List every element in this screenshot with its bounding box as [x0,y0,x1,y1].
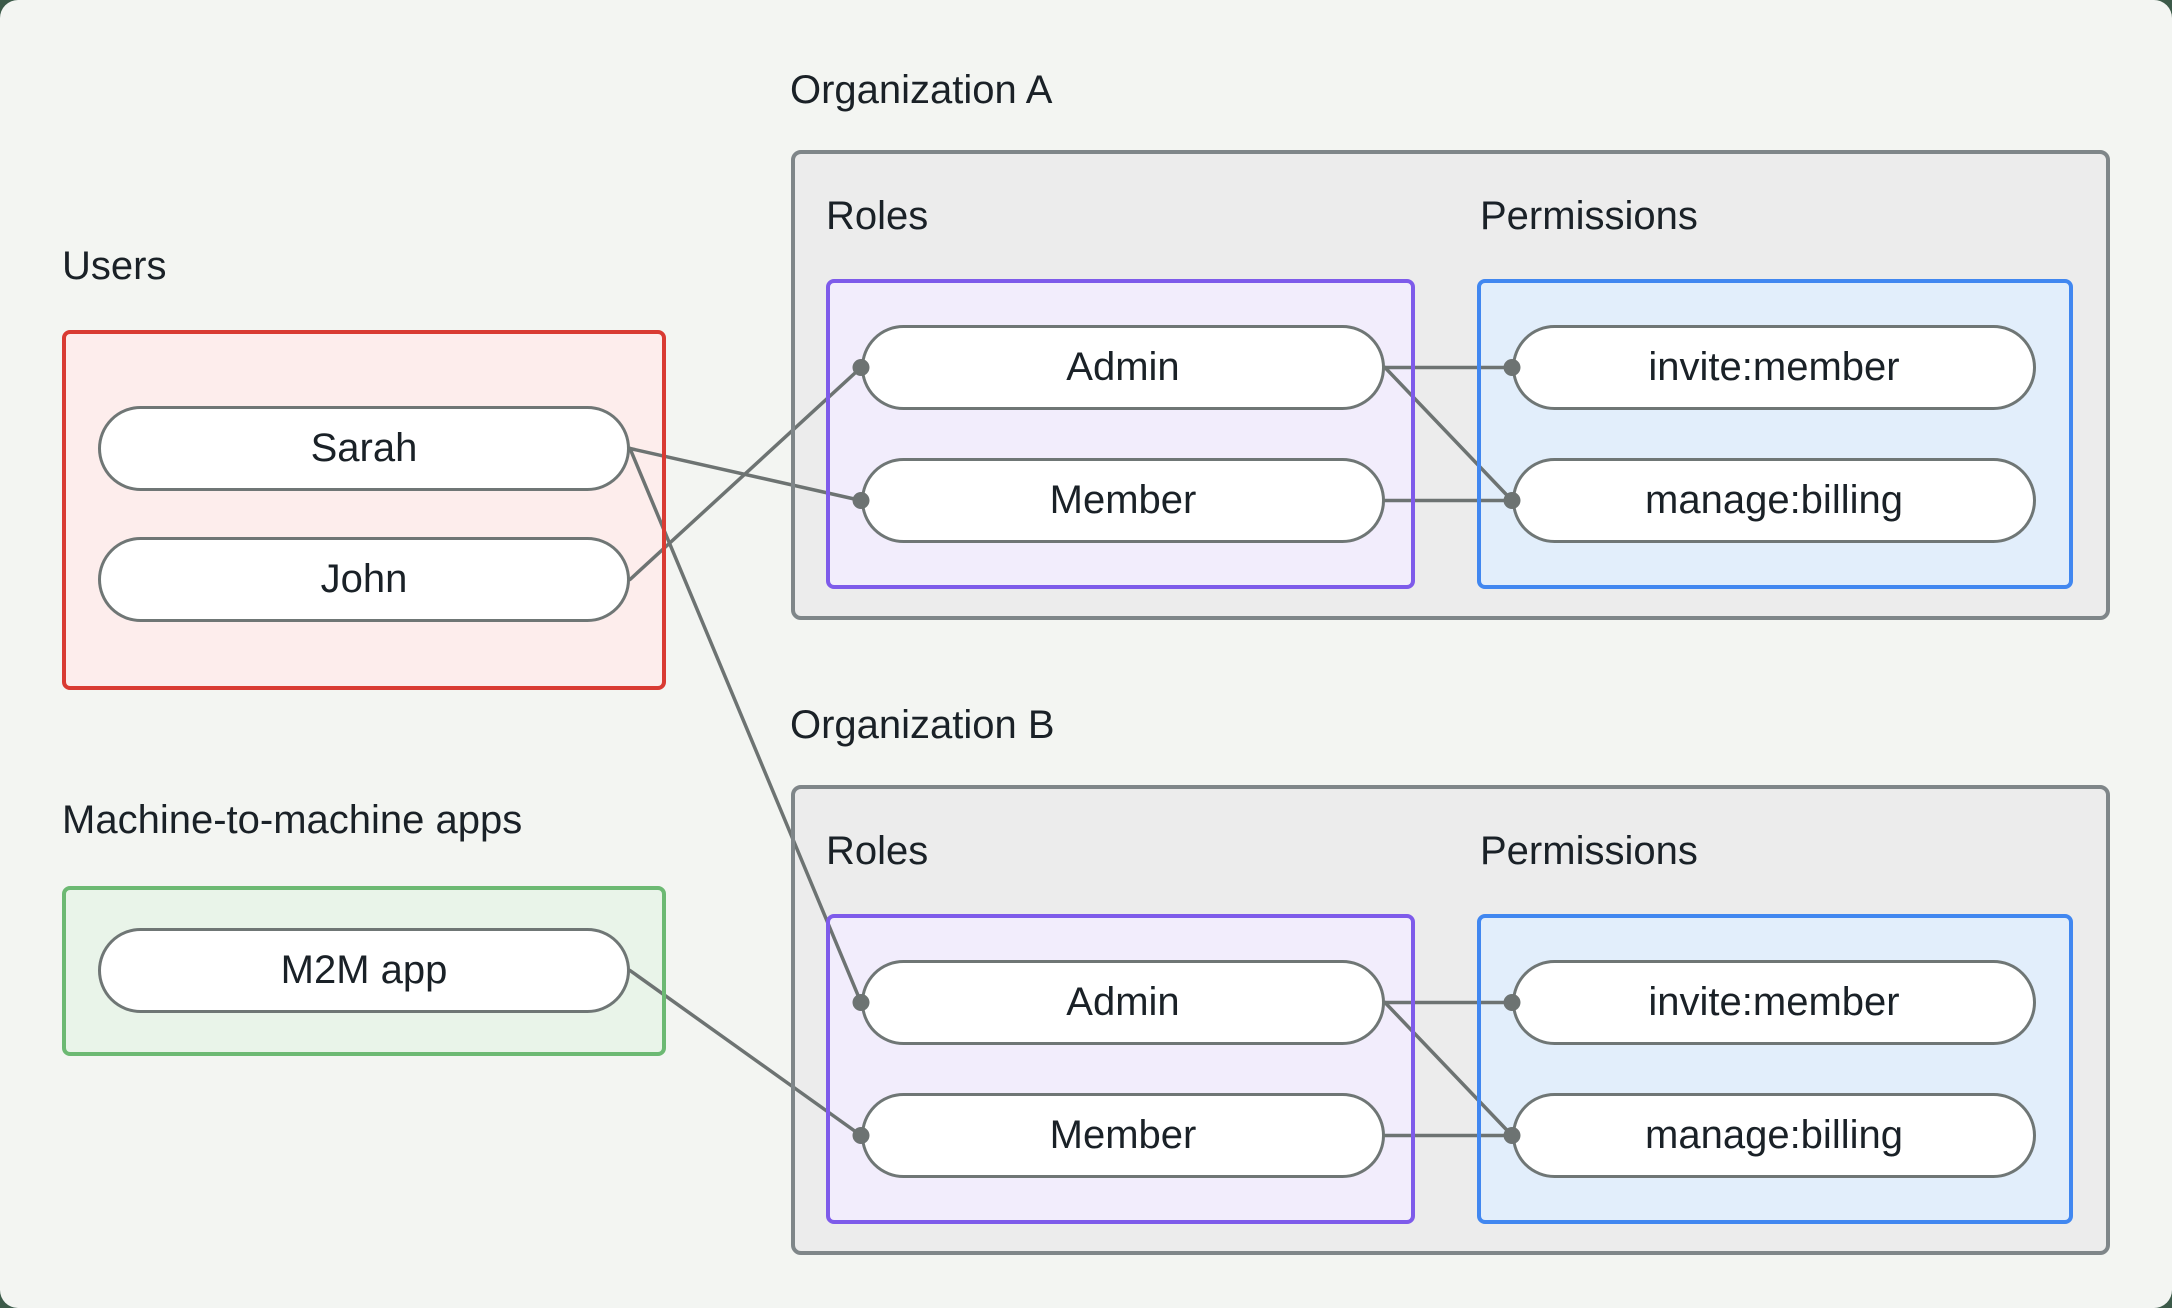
org-b-title: Organization B [790,703,1055,747]
m2m-app-pill: M2M app [98,928,630,1013]
org-a-permission-pill-invite-member: invite:member [1512,325,2036,410]
org-b-permission-pill-manage-billing: manage:billing [1512,1093,2036,1178]
user-pill-sarah: Sarah [98,406,630,491]
org-b-role-pill-admin: Admin [861,960,1385,1045]
org-b-roles-label: Roles [826,829,929,873]
org-b-role-pill-member: Member [861,1093,1385,1178]
org-a-permission-pill-manage-billing: manage:billing [1512,458,2036,543]
org-a-role-pill-admin: Admin [861,325,1385,410]
users-section-label: Users [62,244,167,288]
users-group-border [62,330,666,690]
org-b-permission-pill-invite-member: invite:member [1512,960,2036,1045]
org-a-title: Organization A [790,68,1053,112]
org-a-role-pill-member: Member [861,458,1385,543]
org-a-roles-label: Roles [826,194,929,238]
org-b-permissions-label: Permissions [1480,829,1698,873]
user-pill-john: John [98,537,630,622]
m2m-section-label: Machine-to-machine apps [62,798,523,842]
org-a-permissions-label: Permissions [1480,194,1698,238]
users-group-fill [62,330,666,690]
